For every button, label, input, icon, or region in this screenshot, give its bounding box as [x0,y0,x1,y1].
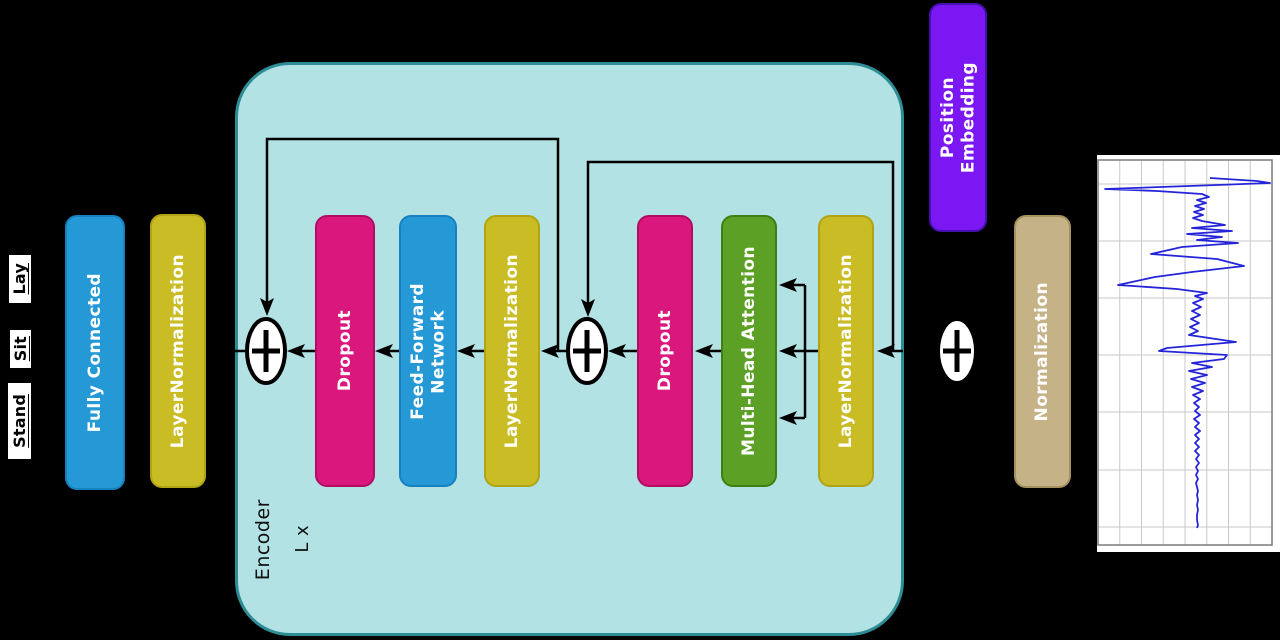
block-layernorm-attention-label: LayerNormalization [835,253,856,449]
block-layernorm-attention: LayerNormalization [818,215,874,487]
input-add-icon [933,313,981,389]
block-dropout-attention-label: Dropout [654,310,675,392]
encoder-repeat-caption: L x [288,516,318,562]
residual-add-icon [242,313,290,389]
block-multi-head-attention: Multi-Head Attention [721,215,777,487]
signal-waveform [1097,159,1273,546]
block-dropout-ffn: Dropout [315,215,375,487]
output-label-lay: Lay [9,255,31,303]
block-layernorm-head-label: LayerNormalization [167,253,188,449]
block-dropout-attention: Dropout [637,215,693,487]
block-normalization: Normalization [1014,215,1071,488]
output-label-sit-text: Sit [10,336,30,362]
output-label-lay-text: Lay [10,263,30,295]
output-label-sit: Sit [10,330,31,368]
block-layernorm-ffn-label: LayerNormalization [501,253,522,449]
block-normalization-label: Normalization [1032,281,1053,422]
input-signal-plot [1097,155,1280,552]
output-label-stand: Stand [8,383,31,459]
encoder-caption: Encoder [246,488,280,592]
block-fully-connected: Fully Connected [65,215,125,490]
block-layernorm-head: LayerNormalization [150,214,206,488]
block-multi-head-attention-label: Multi-Head Attention [738,246,759,456]
output-label-stand-text: Stand [9,394,29,448]
block-layernorm-ffn: LayerNormalization [484,215,540,487]
block-position-embedding-label: Position Embedding [937,61,978,174]
residual-add-icon [563,313,611,389]
block-feed-forward-network-label: Feed-Forward Network [407,282,448,420]
encoder-repeat-text: L x [292,525,314,553]
block-position-embedding: Position Embedding [929,3,987,232]
block-fully-connected-label: Fully Connected [84,272,105,433]
block-dropout-ffn-label: Dropout [334,310,355,392]
block-feed-forward-network: Feed-Forward Network [399,215,457,487]
encoder-caption-text: Encoder [251,499,274,581]
